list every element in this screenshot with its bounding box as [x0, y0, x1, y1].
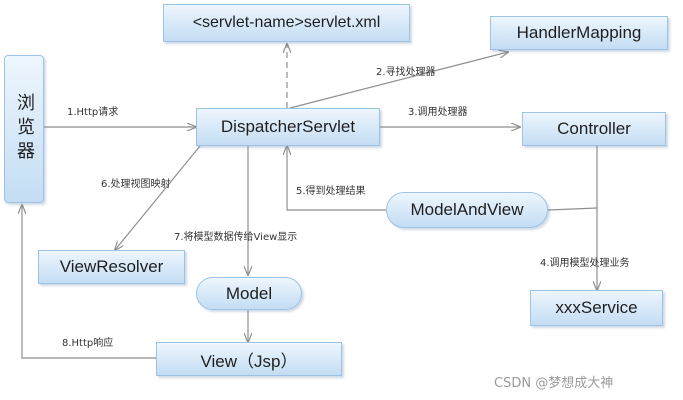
xxx-service-node[interactable]: xxxService — [530, 290, 663, 326]
watermark: CSDN @梦想成大神 — [494, 376, 614, 391]
handler-mapping-label: HandlerMapping — [516, 23, 642, 42]
model-label: Model — [225, 283, 273, 303]
servlet-xml-label: <servlet-name>servlet.xml — [192, 14, 381, 31]
view-resolver-node[interactable]: ViewResolver — [38, 250, 185, 284]
edge-controller-model-and-view — [547, 207, 598, 211]
edge-http-response — [22, 205, 156, 359]
dispatcher-servlet-label: DispatcherServlet — [220, 117, 356, 136]
model-and-view-node[interactable]: ModelAndView — [386, 192, 548, 228]
edge-label-get-result: 5.得到处理结果 — [296, 186, 366, 197]
view-jsp-node[interactable]: View（Jsp） — [156, 342, 342, 376]
handler-mapping-node[interactable]: HandlerMapping — [490, 16, 668, 50]
edge-label-pass-model: 7.将模型数据传给View显示 — [174, 232, 298, 243]
servlet-xml-node[interactable]: <servlet-name>servlet.xml — [163, 4, 410, 42]
edge-find-handler — [289, 52, 508, 109]
edge-get-result — [287, 146, 386, 211]
browser-node[interactable]: 浏览器 — [4, 55, 44, 203]
edge-label-http-response: 8.Http响应 — [62, 338, 114, 349]
edge-label-call-service: 4.调用模型处理业务 — [540, 258, 630, 269]
dispatcher-servlet-node[interactable]: DispatcherServlet — [196, 108, 380, 146]
controller-node[interactable]: Controller — [522, 112, 666, 146]
model-node[interactable]: Model — [196, 277, 302, 310]
edge-label-view-mapping: 6.处理视图映射 — [101, 179, 171, 190]
browser-label: 浏览器 — [14, 93, 35, 165]
edge-label-find-handler: 2.寻找处理器 — [376, 67, 436, 78]
view-resolver-label: ViewResolver — [59, 257, 164, 276]
xxx-service-label: xxxService — [555, 298, 638, 317]
edge-label-http-request: 1.Http请求 — [67, 107, 119, 118]
edge-view-mapping — [115, 145, 201, 250]
model-and-view-label: ModelAndView — [410, 200, 524, 219]
edge-label-call-handler: 3.调用处理器 — [408, 107, 468, 118]
controller-label: Controller — [557, 119, 631, 138]
view-jsp-label: View（Jsp） — [200, 351, 298, 371]
